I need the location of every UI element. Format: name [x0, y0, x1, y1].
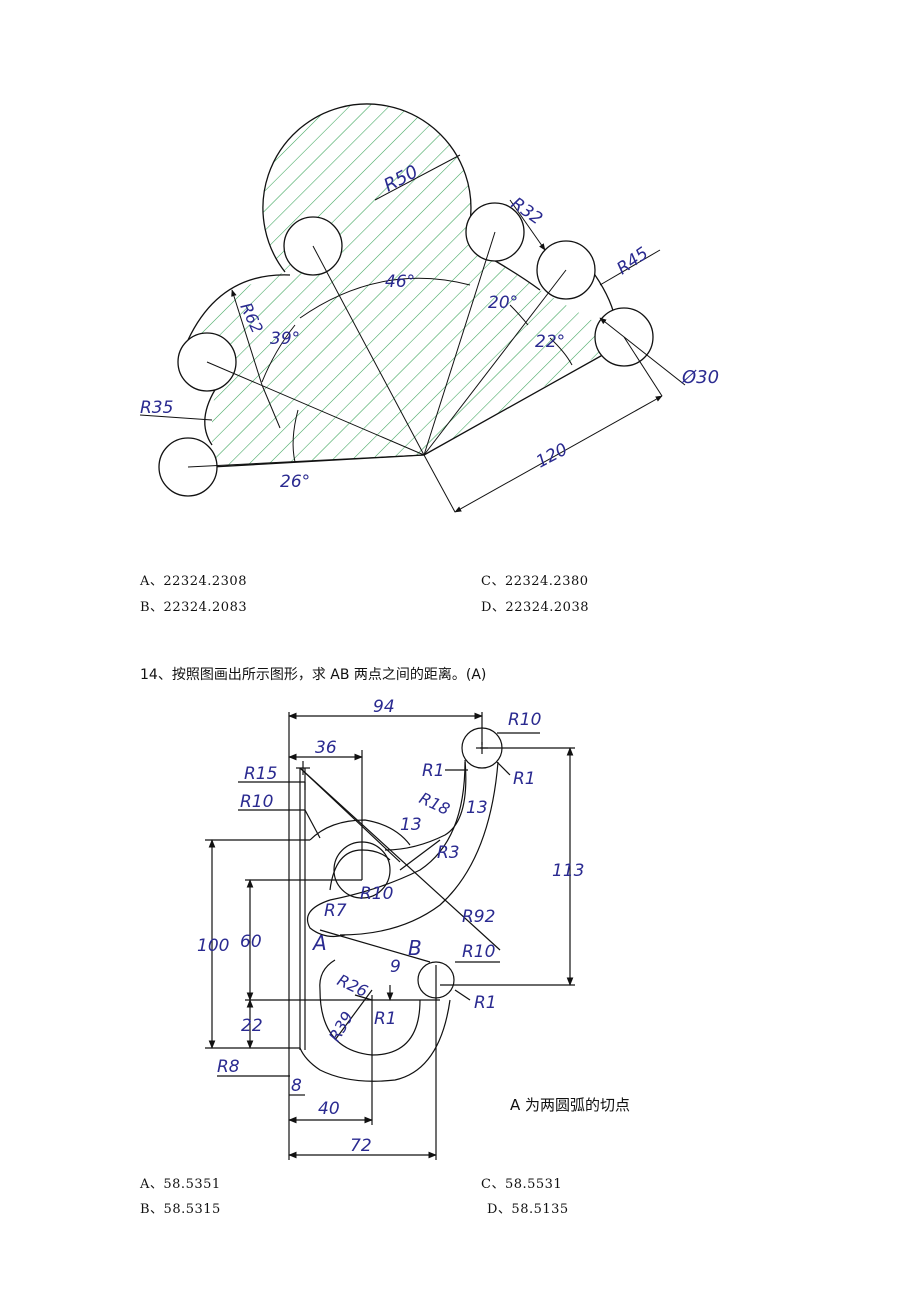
upper-arm	[384, 759, 467, 851]
label-13-b: 13	[466, 798, 488, 818]
label-60: 60	[240, 932, 262, 952]
label-r26: R26	[334, 970, 371, 1001]
q14-option-a[interactable]: A、58.5351	[140, 1177, 221, 1192]
label-r10-b: R10	[240, 792, 273, 812]
label-13-a: 13	[400, 815, 422, 835]
label-120: 120	[533, 440, 571, 473]
q13-option-d[interactable]: D、22324.2038	[481, 600, 589, 615]
angle-arcs	[261, 277, 573, 463]
label-9: 9	[390, 957, 401, 977]
label-r35: R35	[140, 398, 173, 418]
upper-arm-inner	[329, 761, 466, 901]
upper-arm-outer	[339, 761, 499, 936]
figure-note: A 为两圆弧的切点	[510, 1096, 630, 1114]
label-r10-d: R10	[462, 942, 495, 962]
label-point-b: B	[408, 936, 422, 960]
label-r1-c: R1	[374, 1009, 397, 1029]
label-r3: R3	[437, 843, 460, 863]
label-r15: R15	[244, 764, 277, 784]
small-arc-r10	[329, 849, 391, 891]
label-r39: R39	[325, 1008, 357, 1045]
r35-arc	[204, 384, 219, 446]
q14-option-b[interactable]: B、58.5315	[140, 1202, 221, 1217]
label-r18: R18	[416, 788, 453, 819]
r35-leader	[139, 414, 213, 421]
r62-arc	[187, 274, 291, 341]
bottom-circle-r10	[417, 961, 455, 999]
label-72: 72	[350, 1136, 372, 1156]
label-r1-a: R1	[422, 761, 445, 781]
figure-2-labels: 94 36 R10 R1 R1 R15 R10 R18 13 13 R3 113…	[197, 697, 630, 1156]
label-d30: Ø30	[681, 367, 719, 388]
q14-option-d[interactable]: D、58.5135	[487, 1202, 569, 1217]
q13-option-a[interactable]: A、22324.2308	[140, 574, 247, 589]
figure-1-hatched-profile: R50 R32 R45 R62 R35 46° 20° 22° 39° 26° …	[139, 103, 719, 513]
label-r1-b: R1	[513, 769, 536, 789]
r62-ref-line	[261, 384, 281, 429]
lower-hook-outer	[299, 999, 451, 1082]
q14-option-c[interactable]: C、58.5531	[481, 1177, 563, 1192]
label-100: 100	[197, 936, 229, 956]
top-circle-r10	[461, 727, 503, 769]
r45-leader	[599, 249, 661, 286]
label-r92: R92	[462, 907, 495, 927]
label-r1-d: R1	[474, 993, 497, 1013]
r50-leader	[374, 154, 461, 201]
q13-option-b[interactable]: B、22324.2083	[140, 600, 248, 615]
label-113: 113	[552, 861, 584, 881]
loop-r7	[306, 899, 346, 938]
label-36: 36	[315, 738, 337, 758]
question-14-text: 14、按照图画出所示图形，求 AB 两点之间的距离。(A)	[140, 667, 487, 683]
label-a39: 39°	[270, 329, 300, 349]
figure-2-hook-profile	[205, 712, 575, 1160]
label-r10-top: R10	[508, 710, 541, 730]
label-a46: 46°	[385, 272, 415, 292]
hook-left-wall	[319, 959, 336, 991]
label-a26: 26°	[280, 472, 310, 492]
label-point-a: A	[311, 931, 327, 955]
center-cross-circle	[333, 841, 391, 899]
lower-hook-inner	[319, 989, 421, 1056]
label-r10-c: R10	[360, 884, 393, 904]
label-8: 8	[291, 1076, 302, 1096]
label-a22: 22°	[535, 332, 565, 352]
label-40: 40	[318, 1099, 340, 1119]
d30-leader	[599, 317, 686, 386]
r62-leader	[231, 289, 263, 386]
hatched-region	[190, 103, 608, 468]
label-94: 94	[373, 697, 395, 717]
r50-arc	[262, 103, 472, 273]
dim-120-line	[454, 395, 663, 513]
radial-lines	[187, 231, 663, 513]
label-22: 22	[241, 1016, 263, 1036]
label-r7: R7	[324, 901, 347, 921]
left-loop	[309, 819, 411, 846]
r32-leader	[509, 199, 546, 251]
q13-option-c[interactable]: C、22324.2380	[481, 574, 589, 589]
label-a20: 20°	[488, 293, 518, 313]
label-r8: R8	[217, 1057, 240, 1077]
